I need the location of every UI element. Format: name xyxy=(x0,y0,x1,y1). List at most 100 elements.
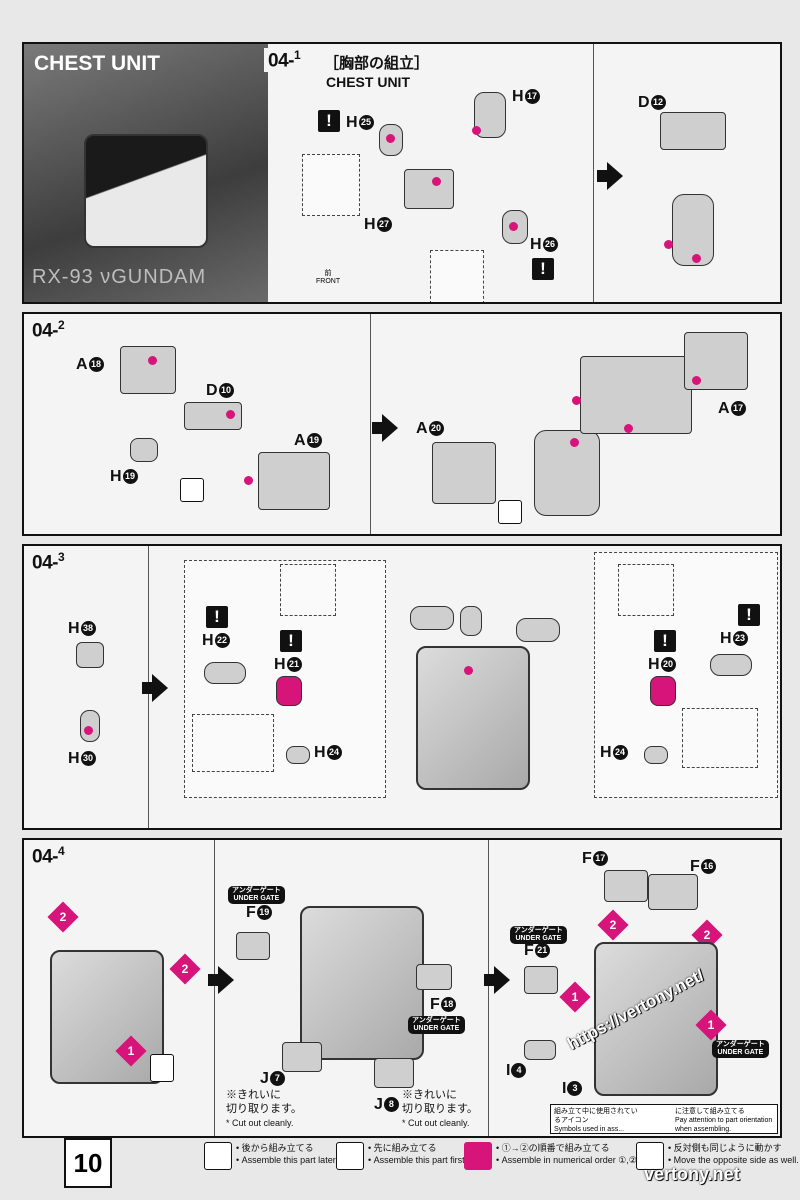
step-divider xyxy=(488,840,489,1136)
assemble-first-icon xyxy=(336,1142,364,1170)
part-h25 xyxy=(379,124,403,156)
step-label: 04-4 xyxy=(28,844,69,869)
cut-note: ※きれいに切り取ります。* Cut out cleanly. xyxy=(226,1089,302,1128)
part-a18 xyxy=(120,346,176,394)
detail-box xyxy=(192,714,274,772)
legend-text: • 先に組み立てる• Assemble this part first. xyxy=(368,1143,468,1165)
caution-icon: ! xyxy=(318,110,340,132)
caution-icon: ! xyxy=(532,258,554,280)
step-04-1-panel: CHEST UNIT RX-93 νGUNDAM 04-1 ［胸部の組立］ CH… xyxy=(22,42,782,304)
step-title-jp: ［胸部の組立］ xyxy=(324,55,430,72)
detail-box xyxy=(302,154,360,216)
part-h22 xyxy=(204,662,246,684)
legend-text: • 反対側も同じように動かす• Move the opposite side a… xyxy=(668,1143,799,1165)
part-f19 xyxy=(236,932,270,960)
caution-icon: ! xyxy=(654,630,676,652)
part-f16 xyxy=(648,874,698,910)
order-2-arrow: 2 xyxy=(597,909,629,941)
next-arrow xyxy=(372,414,398,442)
torso-assembly xyxy=(300,906,424,1060)
order-2-arrow: 2 xyxy=(169,953,201,985)
step-label: 04-2 xyxy=(28,318,69,343)
part-f21 xyxy=(524,966,558,994)
part-h27 xyxy=(404,169,454,209)
order-1-arrow: 1 xyxy=(115,1035,147,1067)
detail-box xyxy=(682,708,758,768)
order-1-arrow: 1 xyxy=(695,1009,727,1041)
order-2-arrow: 2 xyxy=(47,901,79,933)
joint-marker xyxy=(692,376,701,385)
model-name: RX-93 νGUNDAM xyxy=(32,266,207,288)
legend-text: • ①→②の順番で組み立てる• Assemble in numerical or… xyxy=(496,1143,645,1165)
part-shoulder-left xyxy=(410,606,454,630)
watermark: vertony.net xyxy=(644,1164,740,1184)
detail-box xyxy=(280,564,336,616)
joint-marker xyxy=(692,254,701,263)
joint-marker xyxy=(624,424,633,433)
part-j7 xyxy=(282,1042,322,1072)
part-d12 xyxy=(660,112,726,150)
joint-marker xyxy=(570,438,579,447)
hero-image: CHEST UNIT RX-93 νGUNDAM xyxy=(24,44,268,302)
assemble-first-icon xyxy=(498,500,522,524)
step-title-en: CHEST UNIT xyxy=(326,74,410,90)
part-h20 xyxy=(650,676,676,706)
torso-assembly xyxy=(416,646,530,790)
assemble-later-icon xyxy=(180,478,204,502)
part-h19 xyxy=(130,438,158,462)
part-h38 xyxy=(76,642,104,668)
part-h24-center xyxy=(460,606,482,636)
legend-move-opposite: • 反対側も同じように動かす• Move the opposite side a… xyxy=(636,1140,799,1192)
order-1-arrow: 1 xyxy=(559,981,591,1013)
part-f17 xyxy=(604,870,648,902)
joint-marker xyxy=(472,126,481,135)
joint-marker xyxy=(464,666,473,675)
step-divider xyxy=(370,314,371,534)
part-a19 xyxy=(258,452,330,510)
caution-icon: ! xyxy=(738,604,760,626)
joint-marker xyxy=(148,356,157,365)
move-opposite-icon xyxy=(636,1142,664,1170)
step-divider xyxy=(214,840,215,1136)
assembled-subunit xyxy=(534,430,600,516)
part-h23 xyxy=(710,654,752,676)
step-label: 04-3 xyxy=(28,550,69,575)
section-title: CHEST UNIT xyxy=(34,52,160,75)
part-j8 xyxy=(374,1058,414,1088)
part-h21 xyxy=(276,676,302,706)
part-h24-right xyxy=(644,746,668,764)
part-h24 xyxy=(286,746,310,764)
cut-note: ※きれいに切り取ります。* Cut out cleanly. xyxy=(402,1089,478,1128)
